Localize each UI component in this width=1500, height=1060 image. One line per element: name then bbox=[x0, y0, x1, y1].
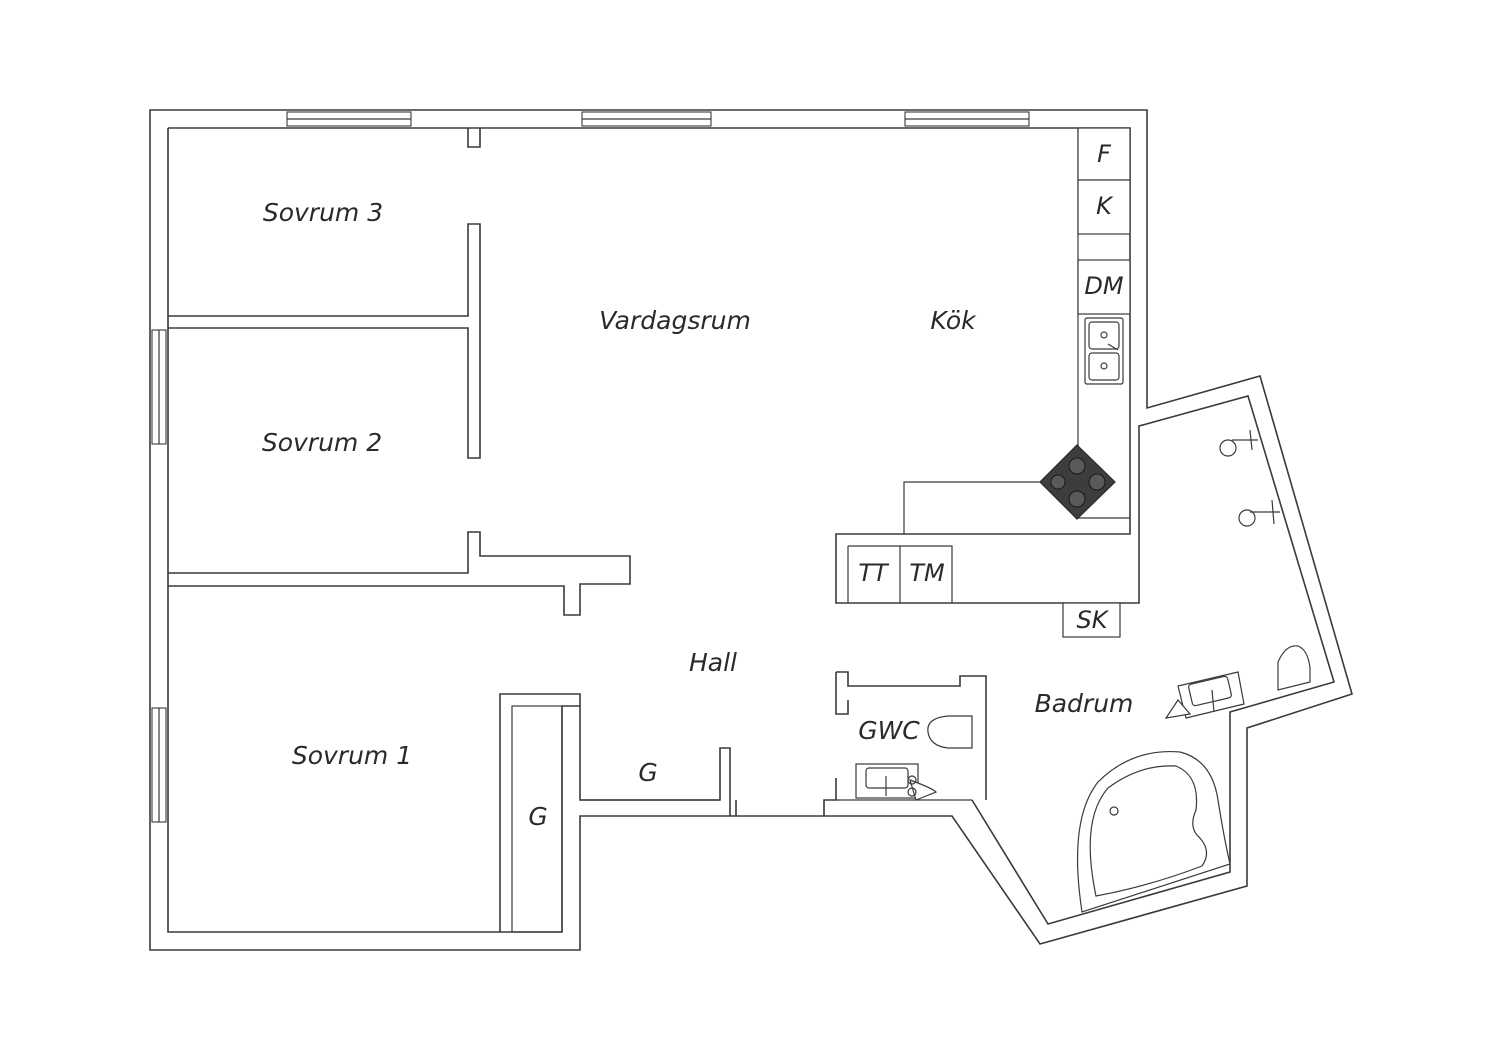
room-labels: Sovrum 3 Sovrum 2 Sovrum 1 Vardagsrum Kö… bbox=[262, 198, 1134, 831]
room-label-sovrum3: Sovrum 3 bbox=[263, 198, 383, 227]
stove-icon bbox=[1039, 444, 1116, 520]
bathroom-fixtures bbox=[1076, 429, 1311, 913]
room-label-garderob-hall: G bbox=[638, 758, 657, 787]
gwc-fixtures bbox=[855, 715, 973, 801]
kitchen-appliances bbox=[1039, 127, 1131, 638]
toilet-icon bbox=[927, 715, 973, 749]
room-label-sovrum1: Sovrum 1 bbox=[292, 741, 412, 770]
windows bbox=[151, 111, 1030, 823]
appliance-label-washer: TM bbox=[909, 559, 945, 587]
appliance-label-cabinet: SK bbox=[1077, 606, 1110, 634]
appliance-label-dishwasher: DM bbox=[1084, 272, 1123, 300]
kitchen-sink-icon bbox=[1084, 317, 1124, 385]
appliance-label-fridge: F bbox=[1097, 140, 1112, 168]
room-label-gwc: GWC bbox=[858, 716, 920, 745]
bathtub-icon bbox=[1076, 750, 1231, 913]
room-label-kok: Kök bbox=[930, 306, 977, 335]
room-label-hall: Hall bbox=[689, 648, 737, 677]
room-label-vardagsrum: Vardagsrum bbox=[599, 306, 751, 335]
appliance-label-freezer: K bbox=[1096, 192, 1114, 220]
shower-icon bbox=[1219, 429, 1258, 457]
shower-icon bbox=[1238, 499, 1280, 527]
room-label-garderob-sovrum: G bbox=[528, 802, 547, 831]
washbasin-icon bbox=[855, 763, 938, 801]
room-label-sovrum2: Sovrum 2 bbox=[262, 428, 382, 457]
room-label-badrum: Badrum bbox=[1035, 689, 1134, 718]
washbasin-icon bbox=[1164, 671, 1245, 719]
appliance-label-dryer: TT bbox=[858, 559, 890, 587]
appliance-labels: F K DM TT TM SK bbox=[858, 140, 1124, 634]
toilet-icon bbox=[1277, 645, 1311, 691]
interior-walls bbox=[168, 128, 1130, 933]
